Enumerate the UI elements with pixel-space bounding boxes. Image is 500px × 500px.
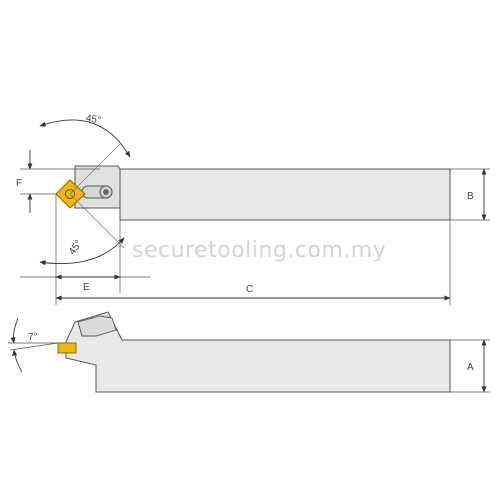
dim-f: F [16, 150, 100, 213]
dim-a: A [450, 339, 490, 393]
watermark: securetooling.com.my [132, 238, 386, 263]
dim-f-label: F [16, 178, 22, 189]
angle-ref-line-top [69, 142, 122, 195]
insert-side [57, 342, 77, 354]
top-view: 45° 45° F B E [16, 113, 490, 305]
clamp-screw-icon [99, 185, 113, 199]
clamp-top-side [77, 315, 117, 337]
angle-arc-bottom [39, 237, 125, 266]
shank-body-top [99, 168, 451, 221]
angle-arc-top [39, 119, 131, 158]
dim-a-label: A [467, 362, 474, 373]
rake-angle-indicator: 7° [8, 317, 59, 373]
dim-e: E [55, 274, 121, 293]
insert-diamond [55, 179, 86, 209]
dim-b-label: B [467, 191, 474, 202]
side-view: 7° A [8, 311, 490, 393]
rake-angle-label: 7° [28, 332, 38, 343]
shank-body-side [65, 311, 451, 393]
angle-label-top: 45° [85, 113, 102, 126]
dim-b: B [450, 168, 490, 221]
dim-e-label: E [83, 282, 90, 293]
dim-c: C [55, 284, 451, 301]
dim-c-label: C [246, 284, 253, 295]
angle-ref-line-bottom [69, 193, 125, 249]
angle-label-bottom: 45° [67, 238, 85, 257]
